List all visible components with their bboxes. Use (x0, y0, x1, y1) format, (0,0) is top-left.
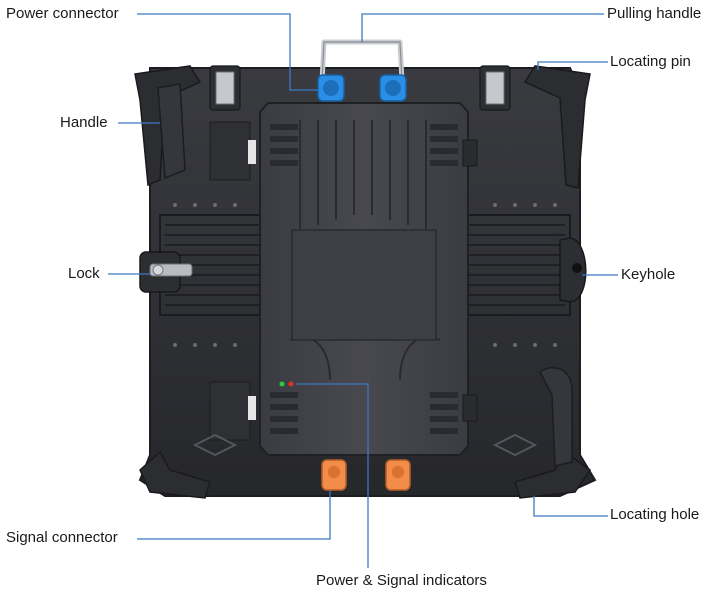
label-locating-pin: Locating pin (610, 53, 691, 70)
leader-power-connector (137, 13, 318, 91)
label-power-signal-indicators: Power & Signal indicators (316, 572, 487, 589)
leader-locating-hole (533, 496, 608, 517)
leader-signal-connector (137, 490, 331, 540)
left-ribs (165, 224, 265, 306)
power-signal-indicators (279, 381, 294, 387)
leader-locating-pin (537, 61, 608, 70)
leader-indicators (296, 383, 369, 568)
label-keyhole: Keyhole (621, 266, 676, 283)
label-lock: Lock (68, 265, 100, 282)
leader-pulling-handle (361, 13, 604, 42)
label-handle: Handle (60, 114, 108, 131)
label-locating-hole: Locating hole (610, 506, 700, 523)
signal-connectors (321, 459, 411, 491)
label-pulling-handle: Pulling handle (607, 5, 702, 22)
power-connectors (317, 74, 407, 102)
leader-lines (108, 13, 618, 568)
label-power-connector: Power connector (6, 5, 119, 22)
central-cover (259, 102, 478, 456)
label-signal-connector: Signal connector (6, 529, 118, 546)
right-ribs (465, 224, 565, 306)
